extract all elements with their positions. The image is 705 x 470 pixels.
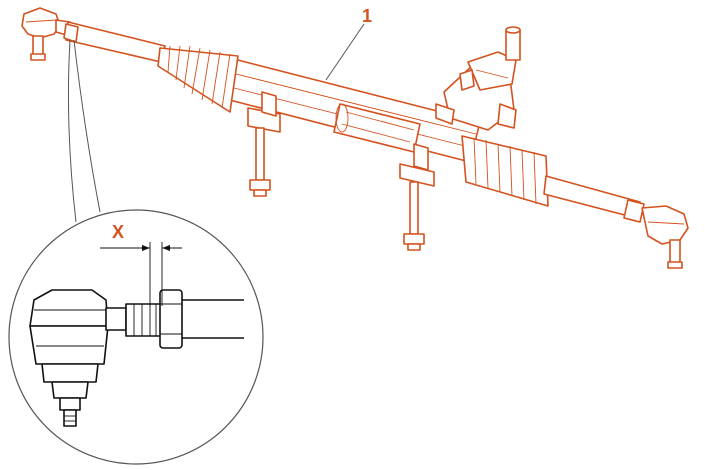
- right-tie-rod-end: [641, 205, 689, 269]
- left-bellows-boot: [157, 45, 239, 113]
- right-tie-rod: [543, 175, 645, 223]
- dimension-arrow-left: [142, 245, 150, 251]
- right-bellows-boot: [461, 135, 549, 207]
- detail-lock-nut: [159, 289, 183, 349]
- detail-leader-left: [67, 39, 77, 223]
- detail-thread: [125, 303, 163, 337]
- detail-tie-rod: [182, 299, 244, 339]
- part-number-label: 1: [362, 6, 372, 26]
- part-callout: 1: [325, 6, 372, 81]
- part-callout-leader: [325, 23, 365, 81]
- detail-tie-rod-end: [29, 289, 109, 427]
- dimension-x-label: X: [112, 222, 124, 242]
- detail-neck: [105, 307, 127, 331]
- rack-housing: [221, 57, 481, 163]
- detail-inset: X: [8, 209, 264, 465]
- left-mounting-bracket: [247, 91, 281, 197]
- right-mounting-bracket: [399, 143, 435, 251]
- left-tie-rod: [63, 21, 166, 63]
- detail-leader-right: [73, 39, 101, 213]
- pinion-valve-housing: [435, 26, 521, 131]
- dimension-arrow-right: [162, 245, 170, 251]
- detail-leader-lines: [67, 39, 101, 223]
- left-tie-rod-end: [21, 7, 71, 61]
- dimension-x: X: [100, 222, 182, 306]
